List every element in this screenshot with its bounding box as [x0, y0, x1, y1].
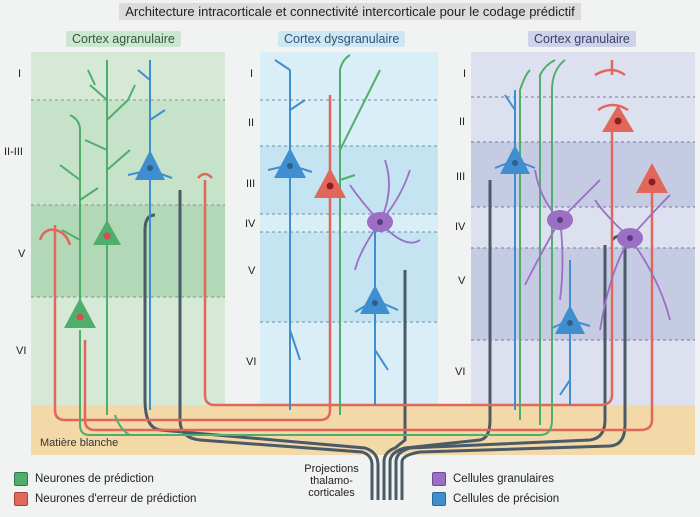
projection-label-line: thalamo- — [310, 475, 353, 487]
layer-label: I — [463, 68, 467, 80]
diagram-title: Architecture intracorticale et connectiv… — [0, 3, 700, 20]
agranular-column-bg — [31, 52, 225, 405]
error-nucleus — [326, 182, 334, 190]
prediction-soma-l6 — [64, 298, 96, 328]
legend-label: Cellules de précision — [453, 493, 560, 505]
prediction-nucleus — [76, 313, 84, 321]
legend-swatch — [432, 492, 446, 506]
layer-label: V — [18, 248, 26, 260]
legend-label: Neurones d'erreur de prédiction — [35, 493, 197, 505]
precision-nucleus — [567, 320, 573, 326]
layer-label: V — [248, 265, 256, 277]
layer-label: IV — [455, 221, 466, 233]
precision-soma — [500, 145, 530, 174]
layer-label: III — [456, 171, 466, 183]
projection-label-line: corticales — [308, 487, 355, 499]
error-nucleus — [614, 117, 622, 125]
prediction-nucleus — [103, 232, 111, 240]
legend-item-precision: Cellules de précision — [432, 492, 559, 506]
precision-soma — [360, 285, 390, 314]
legend-swatch — [14, 472, 28, 486]
precision-soma — [555, 305, 585, 334]
precision-nucleus — [287, 163, 293, 169]
precision-nucleus — [512, 160, 518, 166]
legend-label: Cellules granulaires — [453, 473, 554, 485]
dysgranular-column-bg — [260, 52, 438, 405]
granular-nucleus — [557, 217, 563, 223]
layer-label: VI — [455, 366, 466, 378]
legend-swatch — [14, 492, 28, 506]
legend-label: Neurones de prédiction — [35, 473, 154, 485]
column-title-granular: Cortex granulaire — [528, 31, 636, 47]
legend-item-granular: Cellules granulaires — [432, 472, 554, 486]
layer-label: VI — [16, 345, 27, 357]
layer-label: II — [248, 117, 255, 129]
layer-label: II — [459, 116, 466, 128]
projection-label-line: Projections — [304, 463, 359, 475]
layer-label: III — [246, 178, 256, 190]
prediction-neurons — [59, 54, 566, 436]
layer-label: II-III — [4, 146, 23, 158]
layer-label: I — [250, 68, 254, 80]
column-title-dysgranular: Cortex dysgranulaire — [278, 31, 406, 47]
layer-label: IV — [245, 218, 256, 230]
granular-nucleus — [627, 235, 633, 241]
white-matter-label: Matière blanche — [40, 437, 119, 449]
error-connections — [38, 60, 654, 432]
layer-label: I — [18, 68, 22, 80]
legend-item-error: Neurones d'erreur de prédiction — [14, 492, 196, 506]
granular-column-bg — [471, 52, 695, 405]
thalamic-projection-label: Projections thalamo- corticales — [284, 463, 379, 499]
error-soma — [636, 163, 668, 193]
layer-label: V — [458, 275, 466, 287]
precision-nucleus — [147, 165, 153, 171]
legend-item-prediction: Neurones de prédiction — [14, 472, 154, 486]
layer-label: VI — [246, 356, 257, 368]
granular-cells — [349, 159, 671, 331]
legend-swatch — [432, 472, 446, 486]
granular-nucleus — [377, 219, 383, 225]
precision-nucleus — [372, 300, 378, 306]
error-nucleus — [648, 178, 656, 186]
column-title-agranular: Cortex agranulaire — [66, 31, 181, 47]
